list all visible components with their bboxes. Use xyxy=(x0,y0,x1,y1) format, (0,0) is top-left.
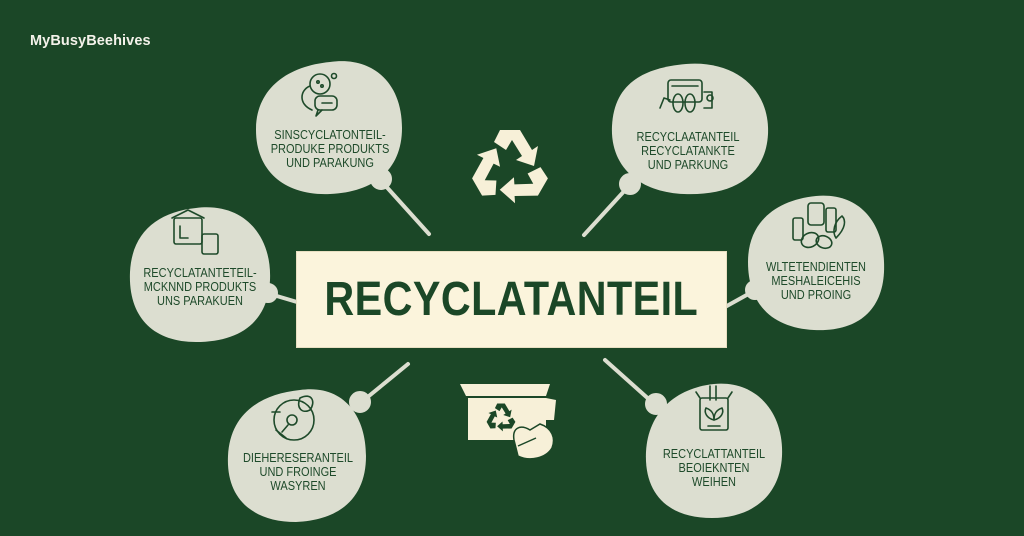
label-line: UND PARKUNG xyxy=(647,158,729,172)
bubble-middle-right-label: WLTETENDIENTEN MESHALEICEHIS UND PROING xyxy=(746,260,887,302)
label-line: UNS PARAKUEN xyxy=(157,294,243,308)
label-line: RECYCLATTANTEIL xyxy=(662,447,766,461)
label-line: UND FROINGE xyxy=(259,465,337,479)
label-line: SINSCYCLATONTEIL- xyxy=(274,128,386,142)
bubble-top-left xyxy=(256,61,402,195)
containers-leaves-icon xyxy=(792,202,846,250)
label-line: WEIHEN xyxy=(692,475,736,489)
brand-logo[interactable]: MyBusyBeehives xyxy=(30,33,151,49)
bubble-top-right-label: RECYCLAATANTEIL RECYCLATANKTE UND PARKUN… xyxy=(616,130,760,172)
label-line: DIEHERESERANTEIL xyxy=(242,451,354,465)
center-title: RECYCLATANTEIL xyxy=(324,273,699,326)
connector-bottom-left xyxy=(349,362,410,413)
label-line: UND PROING xyxy=(780,288,852,302)
bubble-middle-left xyxy=(129,207,271,342)
label-line: BEOIEKNTEN xyxy=(678,461,750,475)
bubble-top-left-label: SINSCYCLATONTEIL- PRODUKE PRODUKTS UND P… xyxy=(258,128,402,170)
bubble-middle-left-label: RECYCLATANTETEIL- MCKNND PRODUKTS UNS PA… xyxy=(128,266,272,308)
connector-top-left xyxy=(370,168,431,236)
recycle-icon xyxy=(463,130,551,212)
label-line: WLTETENDIENTEN xyxy=(765,260,867,274)
label-line: RECYCLATANTETEIL- xyxy=(143,266,257,280)
label-line: PRODUKE PRODUKTS xyxy=(270,142,390,156)
connector-top-right xyxy=(582,173,641,237)
label-line: UND PARAKUNG xyxy=(286,156,374,170)
bubble-bottom-right-label: RECYCLATTANTEIL BEOIEKNTEN WEIHEN xyxy=(645,447,782,489)
package-plant-icon xyxy=(695,385,733,431)
connector-bottom-right xyxy=(603,358,667,415)
recycle-box-hand-icon xyxy=(460,384,556,460)
bubble-bottom-right xyxy=(645,383,783,518)
center-title-box: RECYCLATANTEIL xyxy=(296,251,727,348)
bubble-bottom-left xyxy=(227,389,366,522)
globe-leaf-search-icon xyxy=(271,395,315,441)
label-line: WASYREN xyxy=(270,479,326,493)
bubble-top-right xyxy=(611,63,769,195)
box-document-icon xyxy=(171,209,219,255)
label-line: MCKNND PRODUKTS xyxy=(143,280,257,294)
devices-icon xyxy=(659,79,714,113)
label-line: RECYCLATANKTE xyxy=(641,144,735,158)
label-line: MESHALEICEHIS xyxy=(771,274,861,288)
bubble-middle-right xyxy=(748,195,885,331)
bubble-bottom-left-label: DIEHERESERANTEIL UND FROINGE WASYREN xyxy=(229,451,366,493)
products-bubble-icon xyxy=(301,72,338,117)
label-line: RECYCLAATANTEIL xyxy=(636,130,740,144)
